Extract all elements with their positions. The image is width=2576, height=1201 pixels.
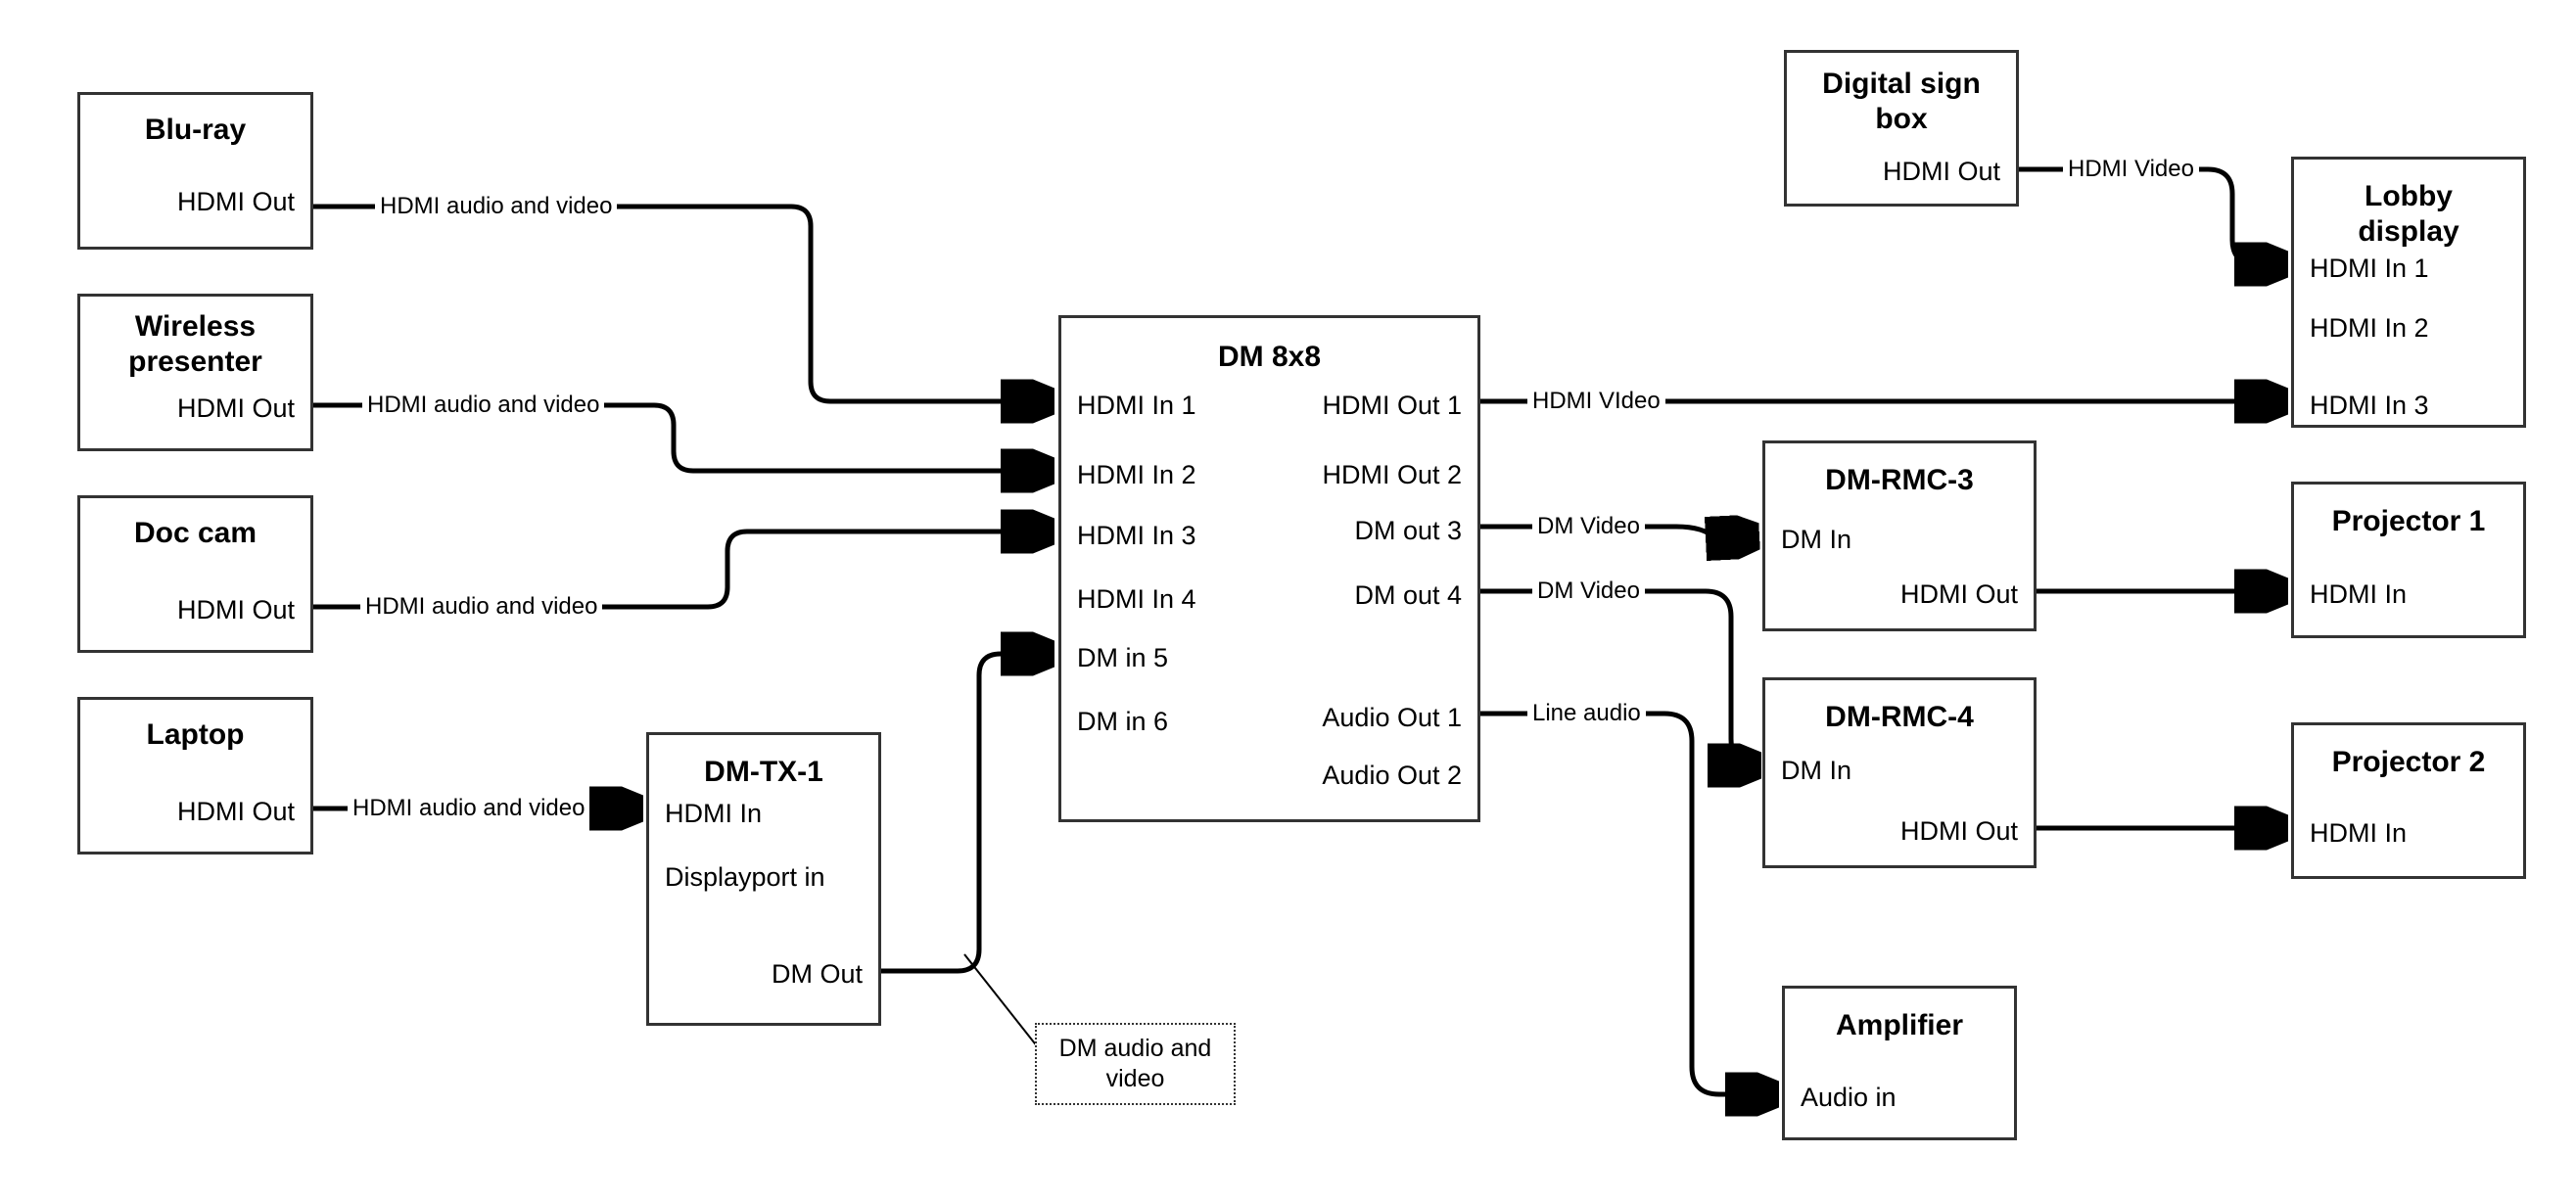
- port-dm-8x8-hdmi-in-2[interactable]: HDMI In 2: [1077, 460, 1196, 489]
- node-digital-sign-box[interactable]: Digital sign box HDMI Out: [1784, 50, 2019, 207]
- node-dm-rmc-4[interactable]: DM-RMC-4 DM In HDMI Out: [1762, 677, 2037, 868]
- port-dm-8x8-hdmi-out-2[interactable]: HDMI Out 2: [1322, 460, 1462, 489]
- node-digital-sign-box-title-line1: Digital sign: [1822, 68, 1981, 100]
- port-dm-8x8-dm-out-4[interactable]: DM out 4: [1354, 580, 1462, 610]
- node-dm-rmc-3[interactable]: DM-RMC-3 DM In HDMI Out: [1762, 440, 2037, 631]
- port-dm-8x8-dm-in-5[interactable]: DM in 5: [1077, 643, 1169, 672]
- port-dm-tx-1-displayport-in[interactable]: Displayport in: [665, 862, 825, 892]
- edge-label-dm-dmout4-rmc4: DM Video: [1532, 578, 1645, 604]
- node-projector-2-title: Projector 2: [2331, 746, 2486, 778]
- port-dm-8x8-hdmi-in-3[interactable]: HDMI In 3: [1077, 521, 1196, 550]
- port-dm-8x8-hdmi-out-1[interactable]: HDMI Out 1: [1322, 391, 1462, 420]
- edge-label-laptop-to-dmtx1: HDMI audio and video: [348, 796, 590, 821]
- node-wireless-presenter-title-line1: Wireless: [134, 310, 257, 343]
- wire-wireless-to-dm8x8: [313, 402, 1050, 471]
- node-bluray[interactable]: Blu-ray HDMI Out: [77, 92, 313, 250]
- node-wireless-presenter[interactable]: Wireless presenter HDMI Out: [77, 294, 313, 451]
- port-lobby-display-hdmi-in-3[interactable]: HDMI In 3: [2310, 391, 2429, 420]
- port-dm-8x8-hdmi-in-4[interactable]: HDMI In 4: [1077, 584, 1196, 614]
- port-projector-1-hdmi-in[interactable]: HDMI In: [2310, 579, 2408, 609]
- node-dm-tx-1[interactable]: DM-TX-1 HDMI In Displayport in DM Out: [646, 732, 881, 1026]
- edge-label-doccam-to-dm: HDMI audio and video: [360, 594, 603, 620]
- port-bluray-hdmi-out[interactable]: HDMI Out: [176, 187, 295, 216]
- edge-label-sign-to-lobby: HDMI Video: [2063, 157, 2199, 182]
- node-projector-2[interactable]: Projector 2 HDMI In: [2291, 722, 2526, 879]
- wire-digitalsign-to-lobby: [2019, 166, 2283, 264]
- node-dm-rmc-3-title: DM-RMC-3: [1825, 464, 1974, 496]
- node-lobby-display-title-line1: Lobby: [2365, 180, 2453, 212]
- port-dm-rmc-4-dm-in[interactable]: DM In: [1781, 756, 1852, 785]
- port-dm-8x8-audio-out-1[interactable]: Audio Out 1: [1322, 703, 1462, 732]
- node-dm-8x8[interactable]: DM 8x8 HDMI In 1 HDMI In 2 HDMI In 3 HDM…: [1058, 315, 1480, 822]
- wire-dm8x8-to-dmrmc4: [1480, 588, 1756, 765]
- node-digital-sign-box-title-line2: box: [1875, 103, 1928, 135]
- node-wireless-presenter-title-line2: presenter: [128, 346, 262, 378]
- node-projector-1-title: Projector 1: [2331, 505, 2486, 537]
- wire-dm8x8-to-dmrmc3: [1480, 527, 1755, 538]
- wire-dmtx1-to-dm8x8: [881, 654, 1050, 974]
- edge-label-bluray-to-dm: HDMI audio and video: [375, 194, 618, 219]
- port-laptop-hdmi-out[interactable]: HDMI Out: [176, 797, 295, 826]
- port-lobby-display-hdmi-in-1[interactable]: HDMI In 1: [2310, 254, 2429, 283]
- port-dm-8x8-audio-out-2[interactable]: Audio Out 2: [1322, 761, 1462, 790]
- port-wireless-presenter-hdmi-out[interactable]: HDMI Out: [176, 393, 295, 423]
- node-dm-8x8-title: DM 8x8: [1217, 341, 1322, 373]
- edge-label-dm-audioout1-amp: Line audio: [1527, 701, 1646, 726]
- node-dm-tx-1-title: DM-TX-1: [704, 756, 823, 788]
- node-doc-cam[interactable]: Doc cam HDMI Out: [77, 495, 313, 653]
- port-dm-tx-1-dm-out[interactable]: DM Out: [771, 959, 863, 989]
- port-dm-rmc-4-hdmi-out[interactable]: HDMI Out: [1899, 816, 2018, 846]
- edge-label-wireless-to-dm: HDMI audio and video: [362, 393, 605, 418]
- wire-bluray-to-dm8x8: [313, 204, 1050, 401]
- wire-doccam-to-dm8x8: [313, 531, 1050, 610]
- port-dm-tx-1-hdmi-in[interactable]: HDMI In: [665, 799, 763, 828]
- port-dm-rmc-3-hdmi-out[interactable]: HDMI Out: [1899, 579, 2018, 609]
- port-doc-cam-hdmi-out[interactable]: HDMI Out: [176, 595, 295, 624]
- port-dm-8x8-dm-out-3[interactable]: DM out 3: [1354, 516, 1462, 545]
- node-amplifier[interactable]: Amplifier Audio in: [1782, 986, 2017, 1140]
- edge-label-dm-hdmiout1-lobby: HDMI VIdeo: [1527, 389, 1665, 414]
- port-lobby-display-hdmi-in-2[interactable]: HDMI In 2: [2310, 313, 2429, 343]
- node-lobby-display[interactable]: Lobby display HDMI In 1 HDMI In 2 HDMI I…: [2291, 157, 2526, 428]
- node-laptop[interactable]: Laptop HDMI Out: [77, 697, 313, 855]
- port-digital-sign-box-hdmi-out[interactable]: HDMI Out: [1882, 157, 2000, 186]
- port-dm-8x8-hdmi-in-1[interactable]: HDMI In 1: [1077, 391, 1196, 420]
- node-projector-1[interactable]: Projector 1 HDMI In: [2291, 482, 2526, 638]
- node-bluray-title: Blu-ray: [144, 114, 247, 146]
- callout-dm-audio-and-video: DM audio and video: [1035, 1023, 1236, 1105]
- edge-label-dm-dmout3-rmc3: DM Video: [1532, 514, 1645, 539]
- port-amplifier-audio-in[interactable]: Audio in: [1801, 1083, 1897, 1112]
- node-laptop-title: Laptop: [146, 718, 245, 751]
- node-amplifier-title: Amplifier: [1835, 1009, 1964, 1041]
- node-doc-cam-title: Doc cam: [133, 517, 258, 549]
- node-dm-rmc-4-title: DM-RMC-4: [1825, 701, 1974, 733]
- node-lobby-display-title-line2: display: [2358, 215, 2459, 248]
- callout-leader-line: [963, 953, 1039, 1048]
- port-dm-8x8-dm-in-6[interactable]: DM in 6: [1077, 707, 1169, 736]
- wire-dm8x8-to-amplifier: [1480, 711, 1774, 1094]
- port-projector-2-hdmi-in[interactable]: HDMI In: [2310, 818, 2408, 848]
- port-dm-rmc-3-dm-in[interactable]: DM In: [1781, 525, 1852, 554]
